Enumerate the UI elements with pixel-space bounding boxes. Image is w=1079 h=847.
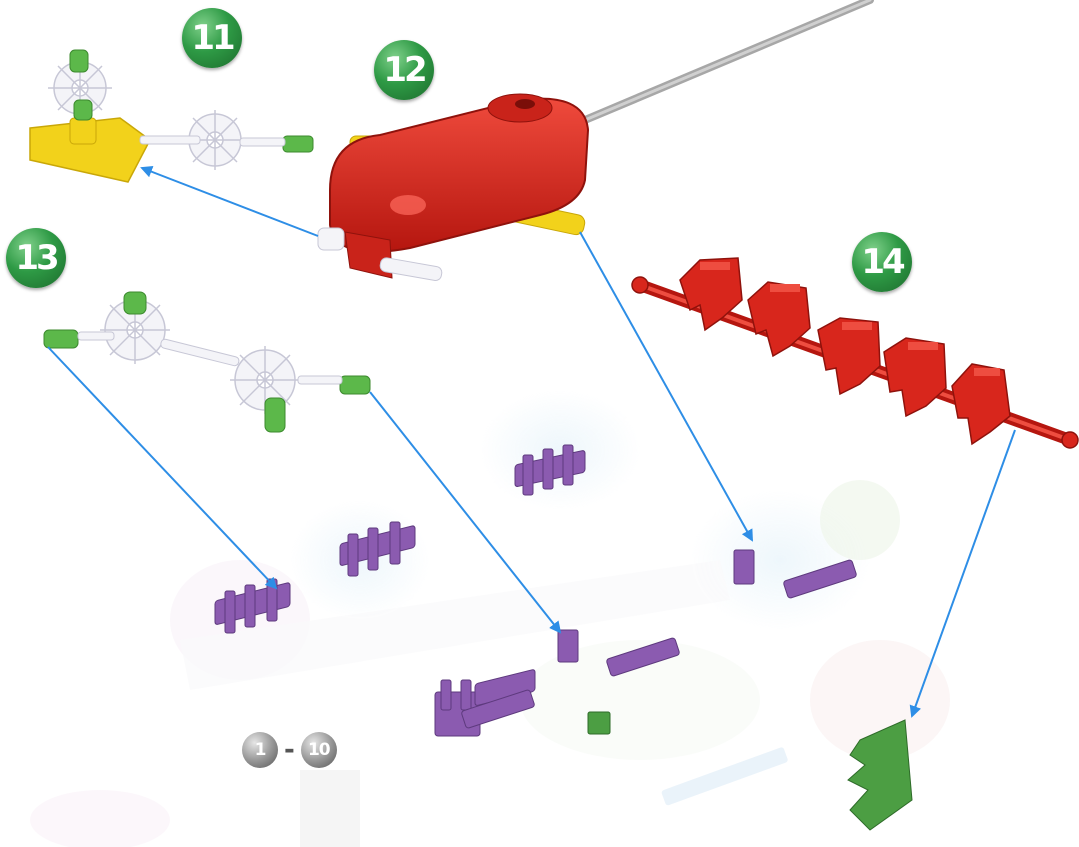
arrow-motor-to-step-11 — [142, 168, 318, 236]
step-badge-12: 12 — [374, 40, 434, 100]
step-badge-14: 14 — [852, 232, 912, 292]
faded-base-model — [30, 390, 950, 847]
range-separator: - — [284, 735, 295, 765]
step-range-label: 1 - 10 — [242, 732, 337, 768]
purple-stub — [734, 550, 754, 584]
motor-icon — [330, 94, 588, 278]
step-11-assembly — [30, 50, 313, 182]
arrow-rod-to-green-clip — [912, 430, 1015, 716]
purple-stub — [558, 630, 578, 662]
step-13-assembly — [44, 292, 370, 432]
range-end-badge: 10 — [301, 732, 337, 768]
range-start-badge: 1 — [242, 732, 278, 768]
step-14-assembly — [632, 258, 1078, 448]
step-badge-11: 11 — [182, 8, 242, 68]
step-badge-13: 13 — [6, 228, 66, 288]
red-rod-assembly-icon — [632, 258, 1078, 448]
